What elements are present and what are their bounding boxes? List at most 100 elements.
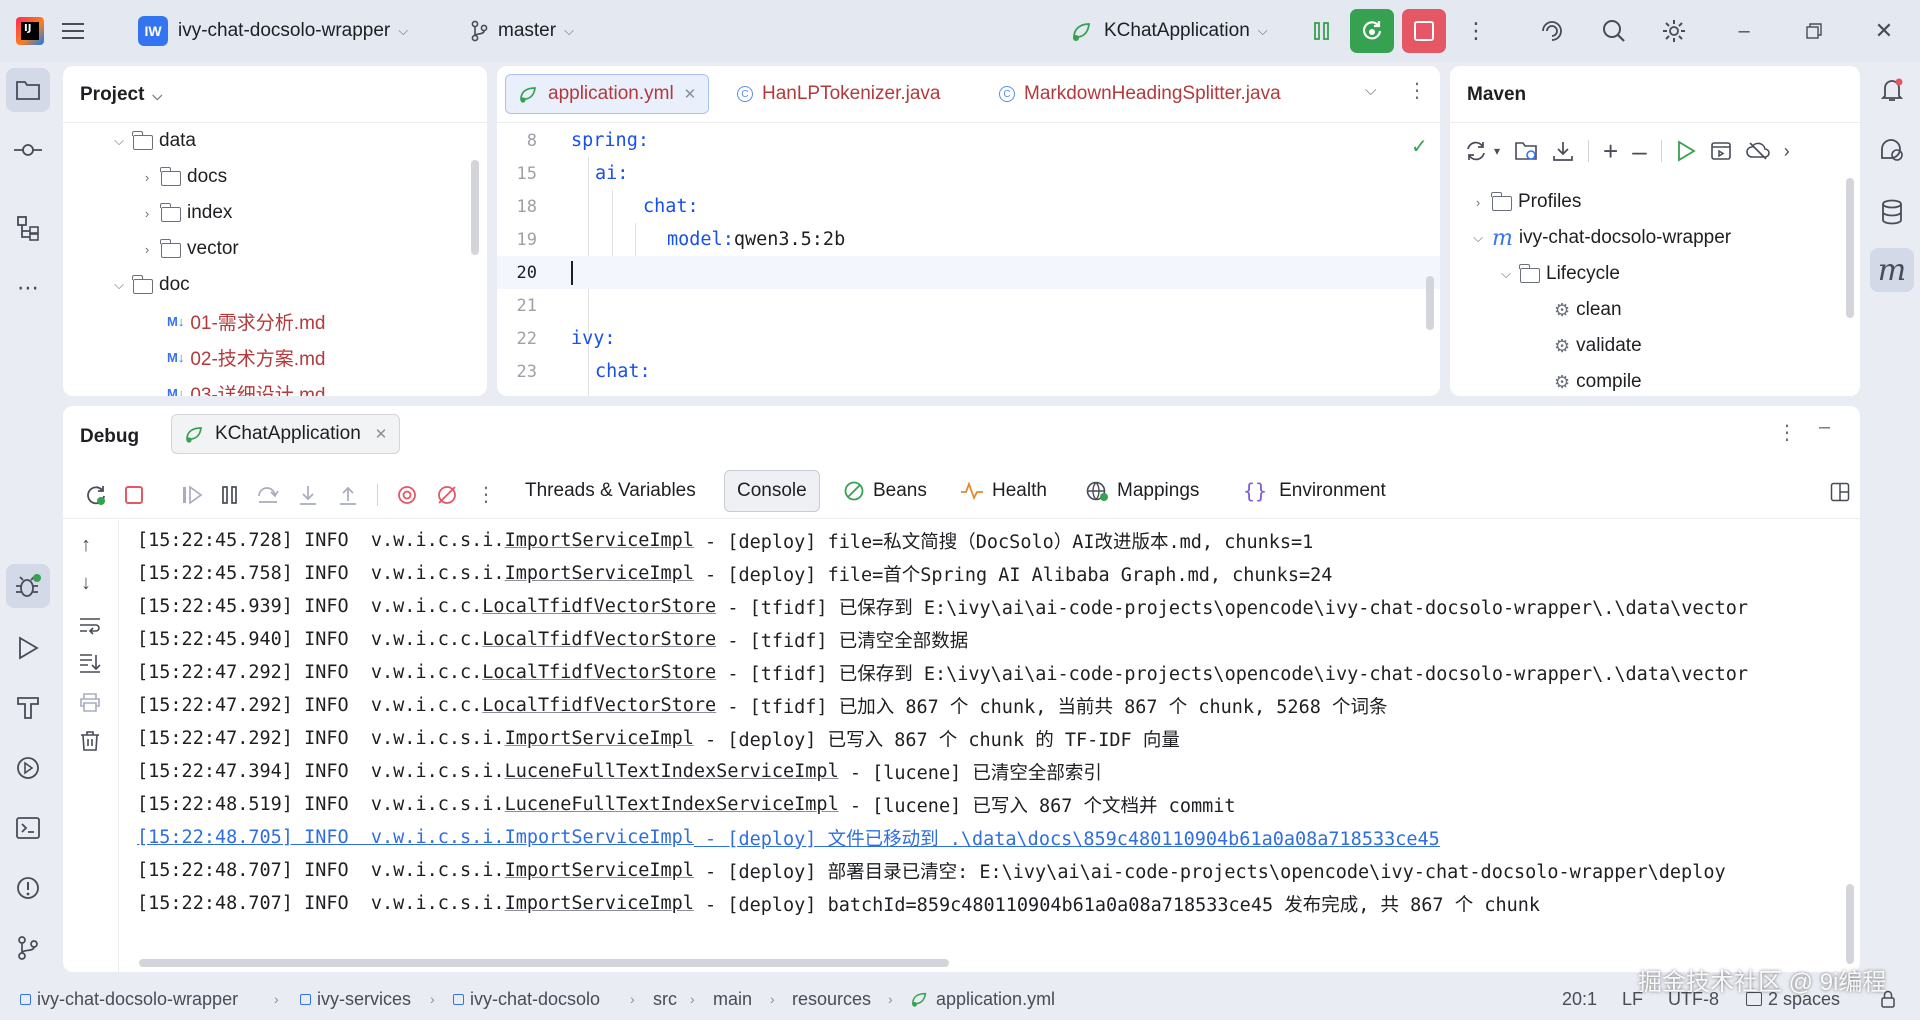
git-tool-icon[interactable] [6, 926, 50, 970]
chevron-down-icon[interactable]: ⌵ [1365, 82, 1377, 99]
maven-item-lifecycle[interactable]: ⌵Lifecycle [1492, 256, 1620, 292]
scroll-to-end-icon[interactable] [79, 652, 101, 674]
layout-settings-icon[interactable] [1830, 482, 1850, 502]
tree-item-file[interactable]: M↓03-详细设计.md [167, 375, 325, 397]
restore-window-icon[interactable] [1792, 9, 1836, 53]
close-window-icon[interactable]: ✕ [1874, 18, 1894, 43]
main-menu-icon[interactable] [62, 0, 84, 62]
services-tool-icon[interactable] [6, 746, 50, 790]
more-options-icon[interactable]: ⋮ [476, 484, 496, 506]
offline-mode-icon[interactable] [1745, 141, 1770, 161]
close-tab-icon[interactable]: ✕ [374, 426, 388, 443]
close-tab-icon[interactable]: ✕ [683, 86, 697, 103]
plus-icon[interactable]: + [1603, 136, 1619, 166]
breadcrumb-item[interactable]: ivy-chat-docsolo [453, 982, 600, 1016]
chevron-down-icon[interactable]: ▾ [1494, 144, 1501, 158]
maven-goal-compile[interactable]: ⚙compile [1554, 364, 1642, 396]
mute-breakpoints-icon[interactable] [436, 484, 458, 506]
log-line-link[interactable]: [15:22:48.705] INFO v.w.i.c.s.i.ImportSe… [137, 827, 1440, 850]
scrollbar-thumb[interactable] [471, 160, 479, 255]
terminal-tool-icon[interactable] [6, 806, 50, 850]
tree-item-file[interactable]: M↓02-技术方案.md [167, 339, 325, 375]
scrollbar-thumb[interactable] [1846, 178, 1854, 318]
stop-icon[interactable] [125, 485, 143, 504]
tree-item-docs[interactable]: ›docs [133, 159, 227, 195]
scrollbar-thumb[interactable] [1426, 276, 1434, 330]
scrollbar-thumb[interactable] [1846, 884, 1854, 964]
stop-button[interactable] [1402, 9, 1446, 53]
tab-mappings[interactable]: Mappings [1085, 470, 1199, 512]
horizontal-scrollbar-thumb[interactable] [139, 959, 949, 967]
ai-chat-icon[interactable] [1870, 128, 1914, 172]
build-tool-icon[interactable] [6, 686, 50, 730]
search-icon[interactable] [1592, 9, 1636, 53]
print-icon[interactable] [79, 692, 101, 712]
chevron-right-icon[interactable]: › [1783, 140, 1790, 161]
run-icon[interactable] [1676, 140, 1696, 162]
project-tool-icon[interactable] [6, 68, 50, 112]
more-options-icon[interactable]: ⋮ [1465, 18, 1487, 43]
more-options-icon[interactable]: ⋮ [1407, 80, 1427, 102]
soft-wrap-icon[interactable] [79, 616, 101, 636]
tree-item-file[interactable]: M↓01-需求分析.md [167, 303, 325, 339]
more-tools-icon[interactable]: ⋯ [17, 275, 39, 300]
reload-icon[interactable] [1464, 140, 1488, 162]
minus-icon[interactable]: – [1632, 136, 1647, 166]
arrow-down-icon[interactable]: ↓ [81, 572, 91, 594]
rerun-icon[interactable] [85, 484, 107, 506]
project-panel-title[interactable]: Project⌵ [80, 84, 163, 105]
pause-icon[interactable] [1300, 9, 1344, 53]
problems-tool-icon[interactable] [6, 866, 50, 910]
tree-item-index[interactable]: ›index [133, 195, 233, 231]
breadcrumb-item[interactable]: resources [792, 982, 871, 1016]
console-output[interactable]: [15:22:45.728] INFO v.w.i.c.s.i.ImportSe… [137, 524, 1860, 924]
notifications-icon[interactable] [1870, 68, 1914, 112]
execute-goal-icon[interactable] [1710, 141, 1732, 161]
gear-icon[interactable] [1652, 9, 1696, 53]
branch-selector[interactable]: master ⌵ [470, 0, 574, 62]
maven-tool-icon[interactable]: m [1870, 248, 1914, 292]
database-icon[interactable] [1870, 190, 1914, 234]
tree-item-vector[interactable]: ›vector [133, 231, 239, 267]
lock-icon[interactable] [1880, 982, 1896, 1016]
add-folder-icon[interactable] [1514, 140, 1538, 162]
pause-icon[interactable] [221, 484, 239, 506]
file-encoding[interactable]: UTF-8 [1668, 982, 1719, 1016]
tree-item-data[interactable]: ⌵data [105, 123, 196, 159]
download-icon[interactable] [1552, 140, 1574, 162]
step-out-icon[interactable] [337, 484, 359, 506]
tab-health[interactable]: Health [960, 470, 1047, 512]
step-over-icon[interactable] [257, 484, 279, 506]
tab-application-yml[interactable]: application.yml ✕ [505, 74, 710, 114]
ai-assistant-icon[interactable] [1530, 9, 1574, 53]
code-area[interactable]: 8 spring: 15 ai: 18 chat: 19 model: qwen… [497, 124, 1440, 396]
tab-environment[interactable]: {} Environment [1243, 470, 1386, 512]
tab-console[interactable]: Console [724, 470, 820, 512]
commit-tool-icon[interactable] [6, 128, 50, 172]
breadcrumb-item[interactable]: ivy-services [300, 982, 411, 1016]
breadcrumb-item[interactable]: application.yml [910, 982, 1055, 1016]
cursor-position[interactable]: 20:1 [1562, 982, 1597, 1016]
maven-item-profiles[interactable]: ›Profiles [1464, 184, 1582, 220]
resume-icon[interactable] [181, 484, 203, 506]
breadcrumb-item[interactable]: ivy-chat-docsolo-wrapper [20, 982, 238, 1016]
run-config-selector[interactable]: KChatApplication ⌵ [1070, 0, 1268, 62]
maven-item-project[interactable]: ⌵ m ivy-chat-docsolo-wrapper [1464, 220, 1731, 256]
line-separator[interactable]: LF [1622, 982, 1643, 1016]
debug-session-tab[interactable]: KChatApplication ✕ [171, 414, 401, 454]
debug-tool-icon[interactable] [6, 564, 50, 608]
tree-item-doc[interactable]: ⌵doc [105, 267, 190, 303]
breadcrumb-item[interactable]: main [713, 982, 752, 1016]
minimize-window-icon[interactable]: – [1738, 19, 1750, 42]
app-logo-icon[interactable]: IJ [16, 0, 44, 62]
breadcrumb-item[interactable]: src [653, 982, 677, 1016]
tab-beans[interactable]: Beans [843, 470, 927, 512]
maven-goal-clean[interactable]: ⚙clean [1554, 292, 1622, 328]
view-breakpoints-icon[interactable] [396, 484, 418, 506]
run-tool-icon[interactable] [6, 626, 50, 670]
trash-icon[interactable] [80, 730, 100, 752]
indent-setting[interactable]: 2 spaces [1746, 982, 1840, 1016]
maven-goal-validate[interactable]: ⚙validate [1554, 328, 1642, 364]
